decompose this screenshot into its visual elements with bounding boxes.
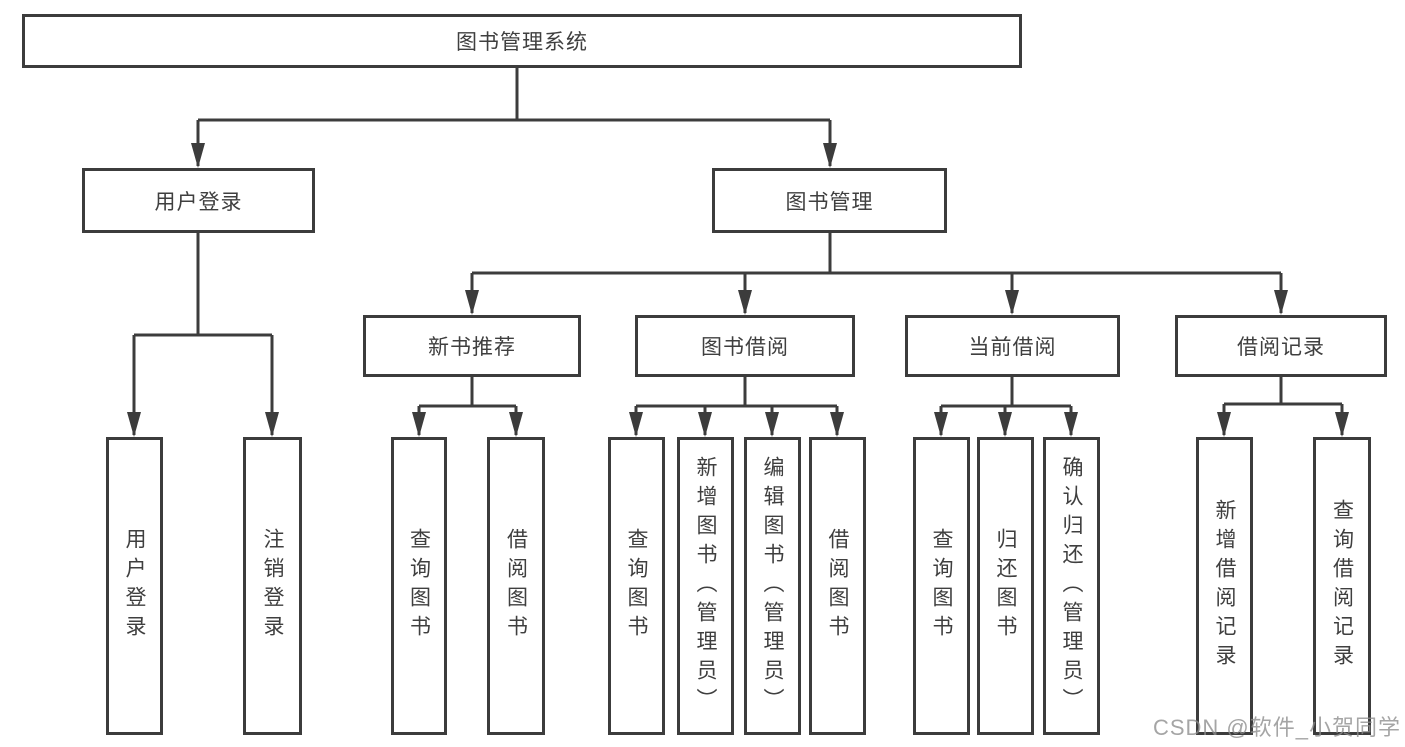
connector-login-to-leaves xyxy=(132,233,274,435)
leaf-label: 新增借阅记录 xyxy=(1213,499,1236,673)
csdn-watermark: CSDN @软件_小贺同学 xyxy=(1152,715,1401,740)
connector-root-to-level1 xyxy=(196,68,832,166)
leaf-user-login: 用户登录 xyxy=(106,437,163,735)
leaf-label: 借阅图书 xyxy=(826,528,849,644)
leaf-label: 查询借阅记录 xyxy=(1330,499,1354,673)
node-label: 图书管理 xyxy=(785,190,874,214)
leaf-confirm-return-admin: 确认归还（管理员） xyxy=(1043,437,1100,735)
leaf-label: 注销登录 xyxy=(261,528,284,644)
leaf-return-books: 归还图书 xyxy=(977,437,1034,735)
node-book-management: 图书管理 xyxy=(712,168,947,233)
node-user-login: 用户登录 xyxy=(82,168,315,233)
leaf-label: 查询图书 xyxy=(407,528,431,644)
leaf-query-books-borrow: 查询图书 xyxy=(608,437,665,735)
leaf-label: 确认归还（管理员） xyxy=(1060,455,1083,717)
leaf-label: 查询图书 xyxy=(930,528,953,644)
leaf-label: 新增图书（管理员） xyxy=(694,455,717,717)
connector-borrow-to-leaves xyxy=(634,377,839,435)
node-new-book-recommendation: 新书推荐 xyxy=(363,315,581,377)
arrowhead-icons xyxy=(127,143,1349,437)
leaf-label: 查询图书 xyxy=(625,528,648,644)
connector-recommend-to-leaves xyxy=(417,377,518,435)
leaf-borrow-books-recommend: 借阅图书 xyxy=(487,437,545,735)
leaf-query-books-recommend: 查询图书 xyxy=(391,437,447,735)
node-label: 图书借阅 xyxy=(701,336,789,359)
node-library-system-root: 图书管理系统 xyxy=(22,14,1022,68)
leaf-label: 用户登录 xyxy=(123,528,146,644)
node-label: 用户登录 xyxy=(154,190,243,214)
node-label: 借阅记录 xyxy=(1237,336,1325,359)
leaf-label: 编辑图书（管理员） xyxy=(761,455,784,717)
leaf-borrow-books: 借阅图书 xyxy=(809,437,866,735)
connector-mgmt-to-sections xyxy=(470,233,1283,313)
node-book-borrowing: 图书借阅 xyxy=(635,315,855,377)
leaf-query-books-current: 查询图书 xyxy=(913,437,970,735)
leaf-query-borrow-record: 查询借阅记录 xyxy=(1313,437,1371,735)
leaf-add-books-admin: 新增图书（管理员） xyxy=(677,437,734,735)
node-label: 新书推荐 xyxy=(428,336,516,359)
node-label: 图书管理系统 xyxy=(456,31,588,54)
leaf-label: 归还图书 xyxy=(994,528,1017,644)
node-borrowing-records: 借阅记录 xyxy=(1175,315,1387,377)
leaf-add-borrow-record: 新增借阅记录 xyxy=(1196,437,1253,735)
connector-record-to-leaves xyxy=(1222,377,1344,435)
node-current-borrowing: 当前借阅 xyxy=(905,315,1120,377)
leaf-edit-books-admin: 编辑图书（管理员） xyxy=(744,437,801,735)
node-label: 当前借阅 xyxy=(968,336,1057,359)
leaf-label: 借阅图书 xyxy=(504,528,528,644)
leaf-logout: 注销登录 xyxy=(243,437,302,735)
